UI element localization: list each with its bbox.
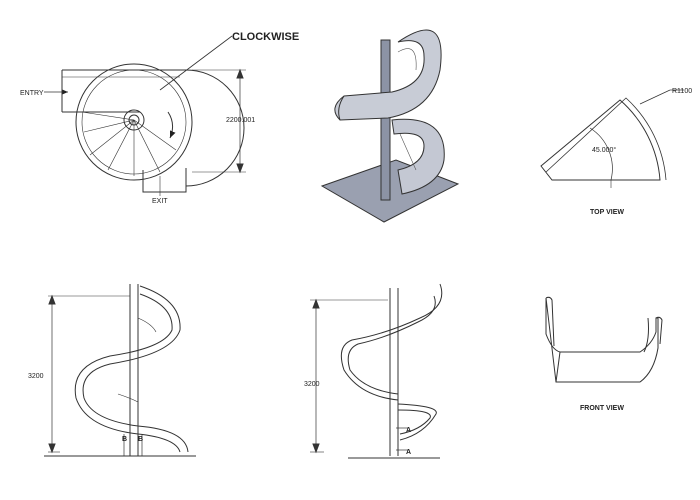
front-view-title: FRONT VIEW — [580, 405, 624, 412]
top-view-title: TOP VIEW — [590, 209, 624, 216]
plan-height-dimension: 2200.001 — [226, 117, 255, 124]
section-a-bottom: A — [406, 449, 411, 456]
radius-label: R1100 — [672, 88, 692, 95]
exit-label: EXIT — [152, 198, 168, 205]
sector-top-view — [540, 89, 684, 188]
elevation-right — [310, 283, 443, 459]
plan-view — [44, 35, 246, 196]
clockwise-label: CLOCKWISE — [232, 31, 299, 43]
right-elevation-height: 3200 — [304, 381, 320, 388]
section-b-right: B — [138, 436, 143, 443]
entry-label: ENTRY — [20, 90, 44, 97]
section-b-left: B — [122, 436, 127, 443]
isometric-view — [320, 29, 460, 223]
left-elevation-height: 3200 — [28, 373, 44, 380]
angle-label: 45.000° — [592, 146, 616, 154]
section-a-top: A — [406, 427, 411, 434]
elevation-left — [44, 284, 196, 457]
front-view — [545, 296, 663, 383]
